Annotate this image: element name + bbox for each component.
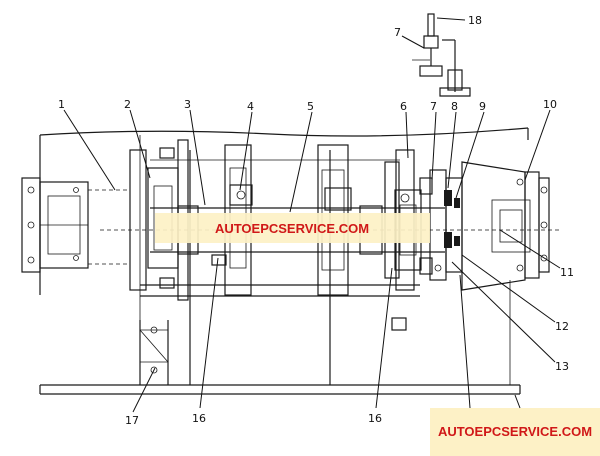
cross-members bbox=[140, 150, 420, 385]
callout-11: 11 bbox=[560, 266, 574, 279]
leader-lines bbox=[63, 17, 561, 413]
callout-7-inset: 7 bbox=[394, 26, 401, 39]
lower-support-legs bbox=[139, 320, 169, 385]
callout-10: 10 bbox=[543, 98, 557, 111]
callout-13: 13 bbox=[555, 360, 569, 373]
callout-6: 6 bbox=[400, 100, 407, 113]
callout-16-left: 16 bbox=[192, 412, 206, 425]
callout-16-right: 16 bbox=[368, 412, 382, 425]
right-drive-housing bbox=[461, 161, 550, 291]
callout-2: 2 bbox=[124, 98, 131, 111]
watermark-center-text: AUTOEPCSERVICE.COM bbox=[215, 221, 369, 236]
callout-5: 5 bbox=[307, 100, 314, 113]
watermark-bottom-right: AUTOEPCSERVICE.COM bbox=[430, 408, 600, 456]
callout-7: 7 bbox=[430, 100, 437, 113]
callout-1: 1 bbox=[58, 98, 65, 111]
watermark-bottom-right-text: AUTOEPCSERVICE.COM bbox=[438, 424, 592, 439]
inset-detail bbox=[412, 13, 471, 97]
callout-12: 12 bbox=[555, 320, 569, 333]
watermark-center: AUTOEPCSERVICE.COM bbox=[155, 213, 430, 243]
callout-4: 4 bbox=[247, 100, 254, 113]
callout-18: 18 bbox=[468, 14, 482, 27]
callout-17: 17 bbox=[125, 414, 139, 427]
left-end-flange bbox=[21, 177, 130, 273]
callout-3: 3 bbox=[184, 98, 191, 111]
housing-frame bbox=[39, 127, 529, 395]
callout-9: 9 bbox=[479, 100, 486, 113]
callout-8: 8 bbox=[451, 100, 458, 113]
callout-labels: 1 2 3 4 5 6 7 8 9 10 11 12 13 16 16 17 1… bbox=[58, 14, 574, 427]
